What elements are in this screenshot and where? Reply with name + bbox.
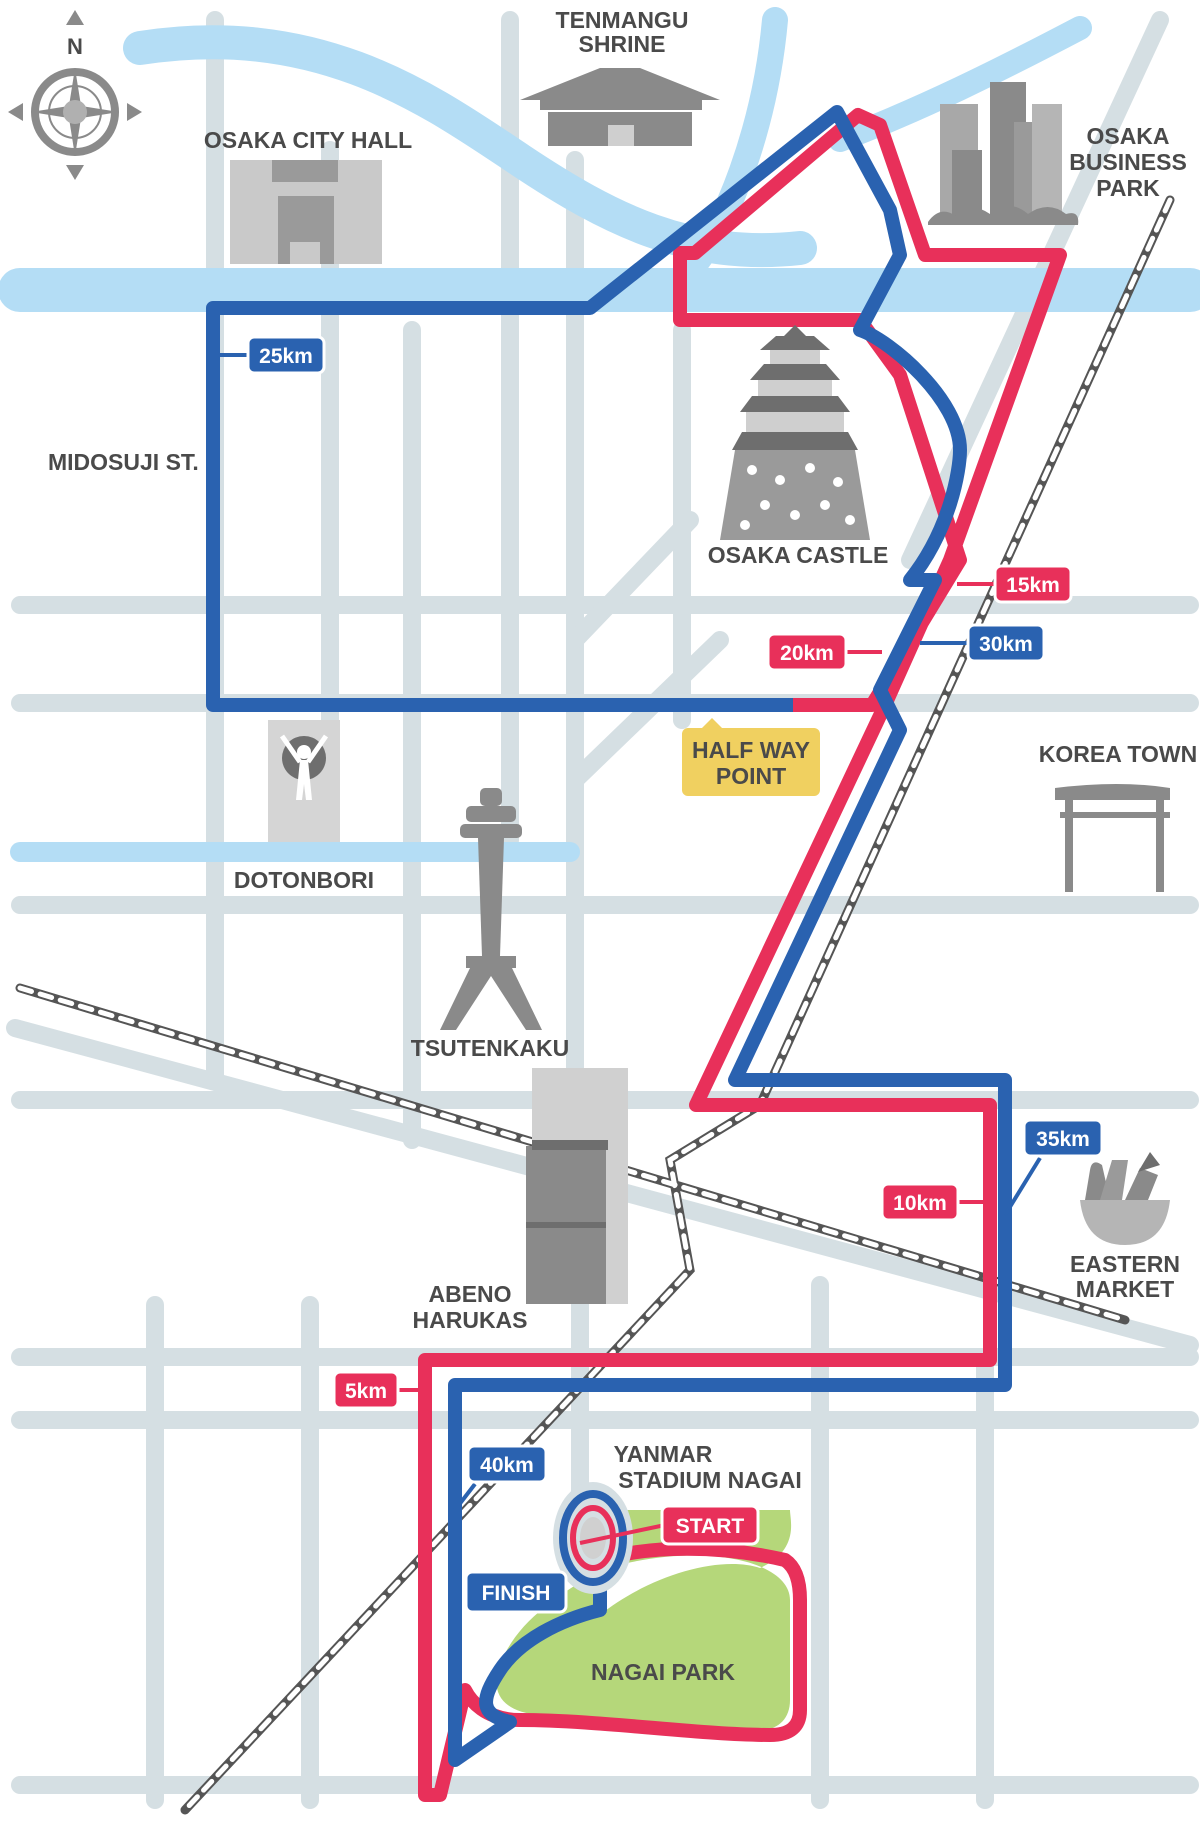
marker-25km: 25km (246, 335, 326, 375)
marker-35km: 35km (1022, 1118, 1104, 1158)
korea-town-label: KOREA TOWN (1039, 741, 1197, 767)
compass-rose-icon: N (8, 10, 142, 180)
eastern-market-label-2: MARKET (1076, 1276, 1174, 1302)
yanmar-stadium-label-1: YANMAR (614, 1441, 713, 1467)
marker-40km: 40km (466, 1444, 548, 1484)
osaka-castle-label: OSAKA CASTLE (708, 542, 889, 568)
marker-10km-label: 10km (893, 1192, 947, 1215)
yanmar-stadium-icon (553, 1482, 633, 1594)
marker-30km: 30km (966, 623, 1046, 663)
abeno-harukas-label-2: HARUKAS (413, 1307, 528, 1333)
marker-20km-label: 20km (780, 642, 834, 665)
marker-10km: 10km (880, 1182, 960, 1222)
nagai-park-area (496, 1510, 792, 1732)
marker-5km: 5km (332, 1370, 400, 1410)
business-park-label-1: OSAKA (1086, 123, 1169, 149)
finish-label: FINISH (482, 1582, 551, 1605)
tenmangu-shrine-label-1: TENMANGU (556, 7, 689, 33)
marker-20km: 20km (766, 632, 848, 672)
marker-35km-label: 35km (1036, 1128, 1090, 1151)
abeno-harukas-icon (526, 1068, 628, 1304)
osaka-city-hall-label: OSAKA CITY HALL (204, 127, 412, 153)
business-park-label-3: PARK (1096, 175, 1160, 201)
start-label: START (676, 1515, 745, 1538)
midosuji-label: MIDOSUJI ST. (48, 449, 199, 475)
route-outbound-red (418, 108, 1067, 1802)
business-park-label-2: BUSINESS (1069, 149, 1187, 175)
city-hall-icon (230, 160, 382, 264)
route-return-blue (206, 105, 1012, 1767)
osaka-castle-icon (720, 325, 870, 540)
halfway-label-2: POINT (716, 763, 786, 789)
yanmar-stadium-label-2: STADIUM NAGAI (618, 1467, 802, 1493)
marker-30km-label: 30km (979, 633, 1033, 656)
korea-town-gate-icon (1055, 784, 1170, 892)
halfway-point-marker: HALF WAY POINT (682, 718, 820, 796)
start-marker: START (660, 1504, 760, 1546)
compass-north-label: N (67, 34, 83, 59)
finish-marker: FINISH (464, 1570, 568, 1614)
marker-15km-label: 15km (1006, 574, 1060, 597)
eastern-market-label-1: EASTERN (1070, 1251, 1180, 1277)
business-park-icon (928, 82, 1079, 225)
marker-15km: 15km (993, 564, 1073, 604)
tsutenkaku-label: TSUTENKAKU (411, 1035, 569, 1061)
abeno-harukas-label-1: ABENO (428, 1281, 511, 1307)
tenmangu-shrine-icon (520, 68, 720, 146)
tsutenkaku-tower-icon (440, 788, 542, 1030)
marker-5km-label: 5km (345, 1380, 387, 1403)
marker-25km-label: 25km (259, 345, 313, 368)
tenmangu-shrine-label-2: SHRINE (579, 31, 666, 57)
marker-40km-label: 40km (480, 1454, 534, 1477)
nagai-park-label: NAGAI PARK (591, 1659, 735, 1685)
eastern-market-basket-icon (1080, 1152, 1170, 1245)
dotonbori-glico-sign-icon (268, 720, 340, 842)
dotonbori-label: DOTONBORI (234, 867, 374, 893)
halfway-label-1: HALF WAY (692, 737, 810, 763)
